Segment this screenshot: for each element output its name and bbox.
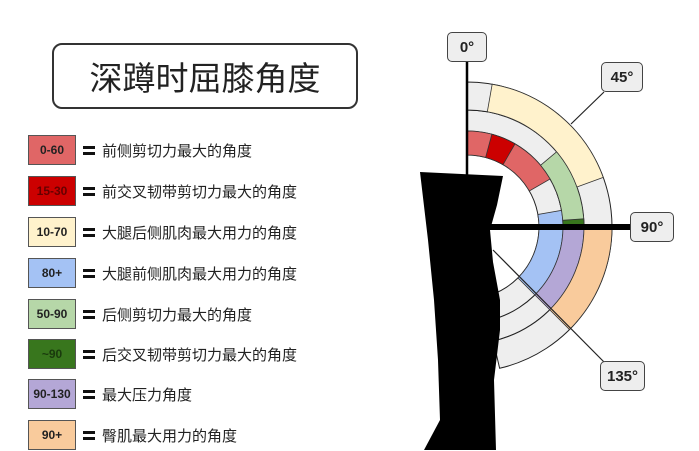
legend-swatch: 0-60 [28,135,76,165]
legend-swatch: ~90 [28,339,76,369]
legend-swatch: 80+ [28,258,76,288]
legend-text: 大腿后侧肌肉最大用力的角度 [102,223,298,242]
equals-icon [83,430,95,440]
legend-swatch: 90-130 [28,379,76,409]
legend-item: 10-70 大腿后侧肌肉最大用力的角度 [28,216,297,248]
legend-text: 最大压力角度 [102,385,193,404]
legend-item: 90-130 最大压力角度 [28,378,192,410]
legend-text: 前交叉韧带剪切力最大的角度 [102,182,298,201]
legend-item: 80+ 大腿前侧肌肉最大用力的角度 [28,257,297,289]
legend-item: 0-60 前侧剪切力最大的角度 [28,134,252,166]
equals-icon [83,268,95,278]
leg-silhouette [420,172,503,450]
legend-text: 前侧剪切力最大的角度 [102,141,253,160]
angle-label-90: 90° [630,212,674,242]
legend-swatch: 90+ [28,420,76,450]
legend-item: 50-90 后侧剪切力最大的角度 [28,298,252,330]
legend-text: 后侧剪切力最大的角度 [102,305,253,324]
angle-range-arc [485,133,516,166]
legend-item: 15-30 前交叉韧带剪切力最大的角度 [28,175,297,207]
legend-item: ~90 后交叉韧带剪切力最大的角度 [28,338,297,370]
legend-text: 大腿前侧肌肉最大用力的角度 [102,264,298,283]
legend-swatch: 15-30 [28,176,76,206]
135-degree-pointer [492,249,605,363]
legend-text: 臀肌最大用力的角度 [102,426,238,445]
legend-item: 90+ 臀肌最大用力的角度 [28,419,237,451]
angle-label-135: 135° [600,361,645,391]
equals-icon [83,145,95,155]
angle-range-arc [486,83,604,188]
45-degree-pointer [570,91,605,125]
angle-range-arc [549,226,613,331]
equals-icon [83,227,95,237]
angle-label-0: 0° [447,32,487,62]
diagram-title: 深蹲时屈膝角度 [52,43,358,109]
equals-icon [83,389,95,399]
legend-swatch: 50-90 [28,299,76,329]
legend-text: 后交叉韧带剪切力最大的角度 [102,345,298,364]
equals-icon [83,349,95,359]
legend-swatch: 10-70 [28,217,76,247]
equals-icon [83,186,95,196]
equals-icon [83,309,95,319]
angle-label-45: 45° [601,62,643,92]
